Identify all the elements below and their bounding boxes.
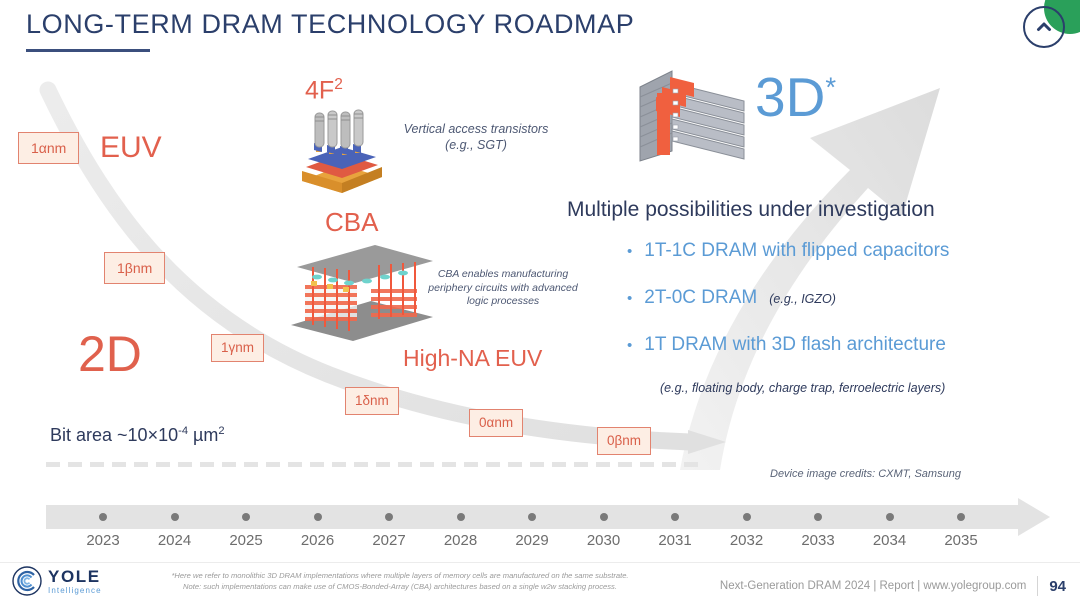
node-label-1bnm: 1βnm [104, 252, 166, 284]
yole-logo: YOLE Intelligence [12, 566, 102, 596]
timeline-dot [599, 513, 608, 521]
possibilities-list: • 1T-1C DRAM with flipped capacitors • 2… [627, 240, 1057, 381]
label-3d: 3D* [755, 70, 836, 125]
cba-device-illustration [291, 245, 433, 341]
yole-logo-text: YOLE Intelligence [48, 568, 102, 595]
timeline-dot [885, 513, 894, 521]
possibilities-footnote: (e.g., floating body, charge trap, ferro… [660, 381, 946, 395]
footnote-line-1: *Here we refer to monolithic 3D DRAM imp… [171, 571, 629, 580]
growth-arrow-graphic [680, 88, 940, 470]
timeline-axis [46, 498, 1050, 536]
right-panel-heading: Multiple possibilities under investigati… [567, 198, 935, 221]
annotation-cba: CBA enables manufacturing periphery circ… [428, 268, 578, 308]
timeline-dot [242, 513, 250, 521]
timeline-year-label: 2026 [300, 532, 335, 549]
timeline-dot [742, 513, 751, 521]
label-3d-sup: * [825, 71, 837, 103]
node-label-1gnm: 1γnm [211, 334, 265, 362]
timeline-year-label: 2029 [515, 532, 549, 549]
footnote-line-2: Note: such implementations can make use … [183, 582, 617, 591]
title-underline [26, 49, 150, 52]
timeline-year-label: 2033 [801, 532, 835, 549]
node-label-0anm: 0αnm [469, 409, 524, 437]
timeline-year-label: 2025 [229, 532, 263, 549]
label-high-na-euv: High-NA EUV [403, 345, 543, 371]
timeline-year-label: 2030 [586, 532, 621, 549]
timeline-dot [814, 513, 822, 521]
chevron-up-circle-icon[interactable] [1023, 6, 1065, 48]
label-cba: CBA [325, 207, 379, 237]
list-item: • 1T-1C DRAM with flipped capacitors [627, 240, 1057, 262]
yole-spiral-icon [12, 566, 42, 596]
timeline-year-label: 2027 [372, 532, 406, 549]
timeline-dot [671, 513, 679, 521]
node-label-1dnm: 1δnm [345, 387, 399, 415]
timeline-dot [957, 513, 965, 521]
bit-area-prefix: Bit area ~10×10 [50, 425, 179, 445]
footer-source: Next-Generation DRAM 2024 | Report | www… [719, 580, 1027, 592]
footer-page-number: 94 [1049, 577, 1066, 595]
label-euv: EUV [100, 131, 162, 164]
timeline-dot [99, 513, 107, 521]
list-item: • 2T-0C DRAM (e.g., IGZO) [627, 287, 1057, 309]
list-item-text: 2T-0C DRAM [644, 287, 758, 308]
timeline-year-label: 2031 [658, 532, 692, 549]
timeline-dot [385, 513, 393, 521]
bit-area-dashed-line [46, 462, 706, 467]
list-item-text: 1T-1C DRAM with flipped capacitors [644, 240, 950, 261]
timeline-year-label: 2024 [157, 532, 192, 549]
list-item-note: (e.g., IGZO) [769, 292, 836, 306]
timeline-year-label: 2035 [944, 532, 978, 549]
yole-logo-name: YOLE [48, 566, 101, 586]
list-item: • 1T DRAM with 3D flash architecture [627, 334, 1057, 356]
footer-separator [1037, 576, 1039, 596]
scaling-curve-graphic [39, 81, 726, 454]
bullet-icon: • [627, 290, 633, 307]
bullet-icon: • [627, 243, 633, 260]
3d-dram-device-illustration [639, 70, 745, 162]
label-4f2-base: 4F [305, 76, 335, 105]
list-item-text: 1T DRAM with 3D flash architecture [644, 334, 946, 355]
bullet-icon: • [627, 337, 633, 354]
label-3d-base: 3D [755, 66, 826, 128]
slide-footnote: *Here we refer to monolithic 3D DRAM imp… [120, 570, 680, 592]
annotation-sgt: Vertical access transistors (e.g., SGT) [403, 122, 549, 152]
timeline-year-label: 2032 [729, 532, 764, 549]
bit-area-exponent: -4 [178, 425, 189, 437]
footer-divider [0, 562, 1080, 563]
timeline-year-label: 2034 [872, 532, 907, 549]
page-title: LONG-TERM DRAM TECHNOLOGY ROADMAP [26, 9, 635, 39]
timeline-dot [528, 513, 536, 521]
yole-logo-subtitle: Intelligence [48, 585, 102, 595]
sgt-device-illustration [302, 109, 382, 193]
node-label-0bnm: 0βnm [597, 427, 652, 455]
timeline-year-label: 2028 [443, 532, 478, 549]
node-label-1anm: 1αnm [18, 132, 80, 164]
annotation-image-credits: Device image credits: CXMT, Samsung [770, 468, 961, 480]
bit-area-unit-sup: 2 [218, 425, 225, 437]
bit-area-label: Bit area ~10×10-4 µm2 [50, 425, 225, 446]
label-2d: 2D [78, 326, 142, 382]
timeline-dot [170, 513, 179, 521]
label-4f2-sup: 2 [334, 76, 343, 93]
timeline-arrowhead [1018, 498, 1050, 536]
timeline-year-label: 2023 [86, 532, 120, 549]
timeline-dot [456, 513, 465, 521]
footer-source-block: Next-Generation DRAM 2024 | Report | www… [720, 576, 1066, 596]
timeline-dot [313, 513, 322, 521]
bit-area-unit: µm [188, 425, 219, 445]
label-4f2: 4F2 [305, 76, 343, 105]
